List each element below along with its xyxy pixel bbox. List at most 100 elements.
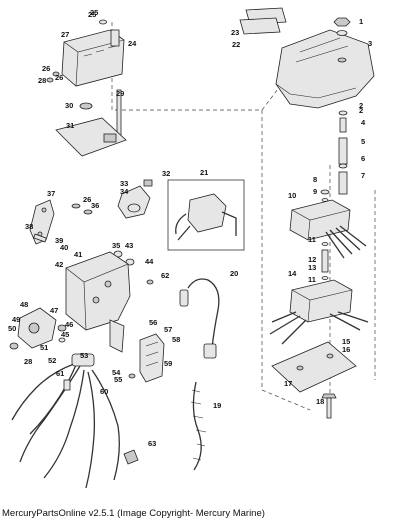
callout-25: 25	[90, 8, 98, 17]
callout-7: 7	[361, 171, 365, 180]
callout-53: 53	[80, 351, 88, 360]
callout-19: 19	[213, 401, 221, 410]
callout-15: 15	[342, 337, 350, 346]
bolt-38	[33, 233, 47, 243]
spacer-stack	[338, 110, 348, 195]
callout-14: 14	[288, 269, 297, 278]
callout-43: 43	[125, 241, 133, 250]
callout-48: 48	[20, 300, 28, 309]
callout-32: 32	[162, 169, 170, 178]
callout-59: 59	[164, 359, 172, 368]
callout-47: 47	[50, 306, 58, 315]
bracket-plate-31	[55, 117, 127, 157]
callout-2: 2	[359, 101, 363, 110]
callout-labels: 1232456789101112131114151617181920212223…	[8, 8, 372, 448]
callout-52: 52	[48, 356, 56, 365]
solenoid-47-51	[9, 307, 57, 350]
callout-55: 55	[114, 375, 122, 384]
callout-54: 54	[112, 368, 121, 377]
callout-39: 39	[55, 236, 63, 245]
callout-25: 25	[88, 10, 96, 19]
bolt-18	[321, 393, 337, 419]
callout-30: 30	[65, 101, 73, 110]
callout-49: 49	[12, 315, 20, 324]
gasket-card-23	[239, 7, 287, 35]
callout-36: 36	[91, 201, 99, 210]
callout-20: 20	[230, 269, 238, 278]
callout-27: 27	[61, 30, 69, 39]
callout-34: 34	[120, 187, 129, 196]
callout-8: 8	[313, 175, 317, 184]
callout-26: 26	[42, 64, 50, 73]
callout-1: 1	[359, 17, 363, 26]
callout-41: 41	[74, 250, 82, 259]
callout-62: 62	[161, 271, 169, 280]
callout-24: 24	[128, 39, 137, 48]
main-bracket-42	[65, 251, 131, 353]
washers-43-44	[113, 250, 135, 266]
callout-11: 11	[308, 275, 316, 284]
callout-12: 12	[308, 255, 316, 264]
callout-58: 58	[172, 335, 180, 344]
clip-63	[123, 449, 139, 465]
callout-28: 28	[38, 76, 46, 85]
callout-16: 16	[342, 345, 350, 354]
power-pack-27	[61, 29, 125, 87]
switch-box-14	[269, 279, 369, 345]
callout-3: 3	[368, 39, 372, 48]
callout-57: 57	[164, 325, 172, 334]
nut-stack-1-2	[333, 17, 351, 36]
grommet-30	[79, 102, 93, 110]
callout-9: 9	[313, 187, 317, 196]
stud-11-13	[321, 242, 329, 280]
callout-26: 26	[83, 195, 91, 204]
screws-35-36	[71, 203, 93, 215]
mounting-plate-17	[271, 341, 357, 393]
callout-10: 10	[288, 191, 296, 200]
rectifier-32-34	[117, 179, 153, 219]
relay-56-59	[128, 333, 165, 383]
callout-45: 45	[61, 330, 69, 339]
callout-40: 40	[60, 243, 68, 252]
callout-31: 31	[66, 121, 74, 130]
callout-42: 42	[55, 260, 63, 269]
callout-13: 13	[308, 263, 316, 272]
callout-5: 5	[361, 137, 365, 146]
screws-26-28	[46, 71, 60, 83]
stud-8-9	[320, 189, 330, 202]
callout-29: 29	[116, 89, 124, 98]
callout-56: 56	[149, 318, 157, 327]
callout-51: 51	[40, 343, 48, 352]
cover-part-3	[275, 29, 375, 109]
wire-19	[190, 381, 207, 471]
sleeve-24-25	[99, 19, 120, 47]
callout-26: 26	[55, 73, 63, 82]
callout-2: 2	[359, 106, 363, 115]
callout-28: 28	[24, 357, 32, 366]
callout-23: 23	[231, 28, 239, 37]
callout-35: 35	[112, 241, 120, 250]
callout-61: 61	[56, 369, 64, 378]
clips-61-62	[63, 279, 154, 391]
callout-11: 11	[308, 235, 316, 244]
callout-50: 50	[8, 324, 16, 333]
small-parts-45-46	[57, 324, 67, 343]
callout-60: 60	[100, 387, 108, 396]
callout-18: 18	[316, 397, 324, 406]
callout-46: 46	[65, 320, 73, 329]
callout-6: 6	[361, 154, 365, 163]
callout-33: 33	[120, 179, 128, 188]
callout-17: 17	[284, 379, 292, 388]
coil-box-21	[167, 179, 245, 251]
spark-lead-20	[179, 278, 220, 359]
image-copyright-footer: MercuryPartsOnline v2.5.1 (Image Copyrig…	[2, 508, 265, 519]
callout-22: 22	[232, 40, 240, 49]
callout-63: 63	[148, 439, 156, 448]
callout-21: 21	[200, 168, 208, 177]
callout-37: 37	[47, 189, 55, 198]
callout-44: 44	[145, 257, 154, 266]
callout-38: 38	[25, 222, 33, 231]
wiring-harness-60	[11, 353, 120, 489]
callout-4: 4	[361, 118, 366, 127]
